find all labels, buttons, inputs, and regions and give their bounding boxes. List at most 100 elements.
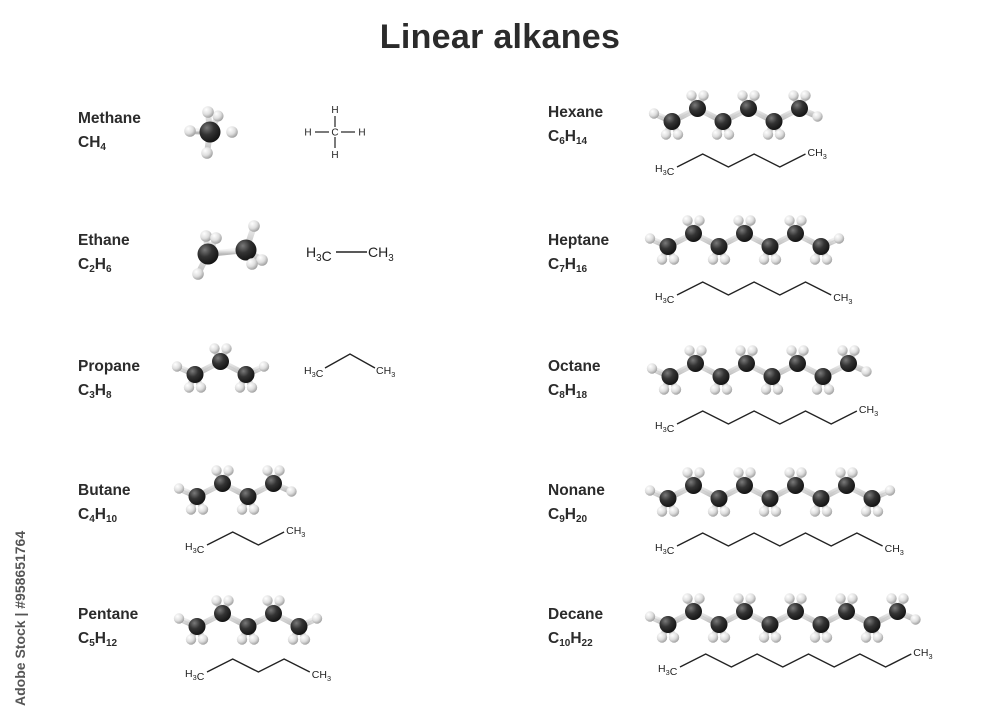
- formula-element: H: [564, 382, 576, 399]
- carbon-atom: [712, 368, 730, 385]
- hydrogen-atom: [696, 345, 707, 356]
- hydrogen-atom: [184, 125, 196, 137]
- formula-element: H: [94, 506, 106, 523]
- ch3-label: CH3: [808, 147, 827, 161]
- formula-element: C: [78, 382, 90, 399]
- carbon-atom: [710, 238, 728, 255]
- hydrogen-atom: [656, 632, 668, 643]
- carbon-atom: [761, 490, 779, 507]
- carbon-atom: [237, 366, 255, 383]
- ball-and-stick-model: [648, 90, 823, 140]
- formula-element: H: [94, 630, 106, 647]
- carbon-chain-line: [679, 653, 912, 668]
- hydrogen-atom: [248, 634, 260, 645]
- hydrogen-atom: [185, 504, 197, 515]
- formula-element: H: [564, 506, 576, 523]
- hydrogen-atom: [672, 129, 684, 140]
- carbon-atom: [685, 225, 702, 242]
- hydrogen-atom: [821, 254, 833, 265]
- hydrogen-atom: [835, 593, 846, 604]
- hydrogen-atom: [202, 106, 214, 118]
- carbon-label: C: [331, 128, 338, 139]
- molecular-formula: C2H6: [78, 256, 112, 275]
- ball-and-stick-model: [192, 220, 268, 280]
- formula-element: C: [78, 506, 90, 523]
- formula-subscript: 20: [575, 514, 588, 525]
- carbon-atom: [265, 605, 282, 622]
- carbon-atom: [863, 490, 881, 507]
- carbon-atom: [812, 616, 830, 633]
- ball-and-stick-model: [184, 106, 238, 159]
- formula-subscript: 4: [100, 142, 106, 153]
- carbon-atom: [188, 618, 206, 635]
- formula-element: C: [548, 382, 560, 399]
- carbon-atom: [265, 475, 282, 492]
- hydrogen-atom: [809, 506, 821, 517]
- hydrogen-atom: [737, 90, 748, 101]
- hydrogen-atom: [733, 215, 744, 226]
- hydrogen-atom: [236, 634, 248, 645]
- carbon-atom: [663, 113, 681, 130]
- hydrogen-atom: [847, 593, 858, 604]
- hydrogen-atom: [646, 363, 658, 374]
- hydrogen-atom: [849, 345, 860, 356]
- hydrogen-atom: [770, 632, 782, 643]
- hydrogen-atom: [809, 632, 821, 643]
- hydrogen-atom: [197, 634, 209, 645]
- ch3-label: CH3: [913, 647, 932, 661]
- carbon-atom: [199, 121, 221, 143]
- carbon-atom: [863, 616, 881, 633]
- ball-and-stick-model: [171, 343, 270, 393]
- hydrogen-label: H: [304, 128, 311, 139]
- carbon-atom: [736, 225, 753, 242]
- hydrogen-atom: [698, 90, 709, 101]
- hydrogen-atom: [262, 465, 273, 476]
- hydrogen-atom: [784, 593, 795, 604]
- hydrogen-atom: [860, 632, 872, 643]
- hydrogen-atom: [682, 215, 693, 226]
- hydrogen-atom: [656, 506, 668, 517]
- formula-subscript: 14: [575, 136, 588, 147]
- carbon-chain-line: [676, 532, 883, 547]
- alkane-name: Hexane: [548, 104, 604, 121]
- hydrogen-atom: [707, 254, 719, 265]
- hydrogen-atom: [910, 614, 921, 625]
- ball-and-stick-model: [173, 595, 323, 645]
- hydrogen-atom: [299, 634, 311, 645]
- hydrogen-atom: [173, 483, 185, 494]
- alkane-name: Nonane: [548, 482, 605, 499]
- molecular-formula: C9H20: [548, 506, 587, 525]
- formula-subscript: 18: [575, 390, 588, 401]
- carbon-atom: [763, 368, 781, 385]
- carbon-chain-line: [206, 658, 311, 673]
- formula-subscript: 8: [559, 390, 565, 401]
- hydrogen-atom: [772, 384, 784, 395]
- molecular-formula: CH4: [78, 134, 106, 153]
- molecular-formula: C7H16: [548, 256, 587, 275]
- molecular-formula: C10H22: [548, 630, 593, 649]
- carbon-atom: [791, 100, 808, 117]
- carbon-atom: [740, 100, 757, 117]
- formula-element: H: [564, 128, 576, 145]
- carbon-atom: [838, 477, 855, 494]
- hydrogen-atom: [185, 634, 197, 645]
- alkane-name: Butane: [78, 482, 131, 499]
- hydrogen-atom: [210, 232, 222, 244]
- hydrogen-atom: [274, 595, 285, 606]
- carbon-atom: [239, 488, 257, 505]
- carbon-chain-line: [206, 531, 285, 546]
- h3c-label: H3C: [655, 542, 675, 557]
- ch3-label: CH3: [833, 292, 852, 306]
- carbon-chain-line: [676, 281, 832, 296]
- hydrogen-atom: [798, 345, 809, 356]
- hydrogen-atom: [821, 632, 833, 643]
- h3c-label: H3C: [655, 163, 675, 178]
- hydrogen-atom: [682, 593, 693, 604]
- carbon-atom: [787, 477, 804, 494]
- carbon-atom: [812, 238, 830, 255]
- carbon-atom: [659, 490, 677, 507]
- hydrogen-atom: [861, 366, 872, 377]
